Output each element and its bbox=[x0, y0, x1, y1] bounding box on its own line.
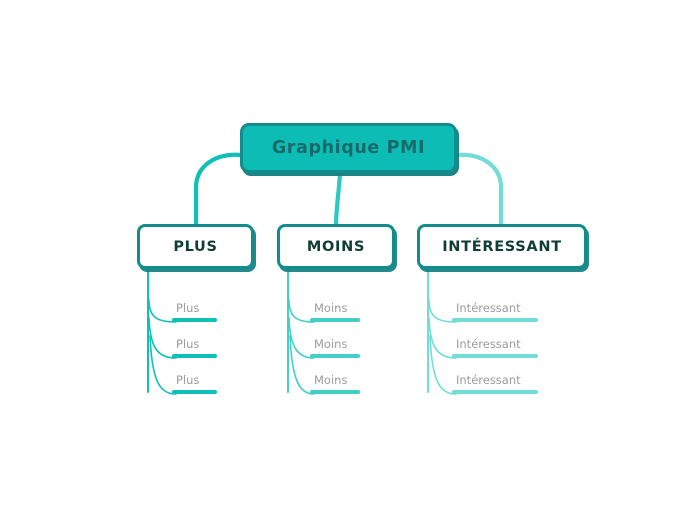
connector-root-to-plus bbox=[193, 152, 244, 229]
connector-root-to-interessant bbox=[453, 152, 504, 229]
root-node[interactable]: Graphique PMI bbox=[240, 123, 457, 173]
leaf-node-plus-2[interactable]: Plus bbox=[172, 337, 217, 361]
leaf-node-moins-3[interactable]: Moins bbox=[310, 373, 360, 397]
leaf-underline-bar bbox=[452, 318, 538, 322]
leaf-node-label: Plus bbox=[176, 337, 200, 351]
leaf-node-label: Moins bbox=[314, 301, 348, 315]
leaf-underline-bar bbox=[172, 354, 217, 358]
branch-node-label: MOINS bbox=[306, 238, 366, 255]
leaf-node-interessant-2[interactable]: Intéressant bbox=[452, 337, 538, 361]
leaf-node-moins-2[interactable]: Moins bbox=[310, 337, 360, 361]
leaf-node-label: Intéressant bbox=[456, 337, 521, 351]
leaf-underline-bar bbox=[452, 354, 538, 358]
leaf-node-moins-1[interactable]: Moins bbox=[310, 301, 360, 325]
branch-node-moins[interactable]: MOINS bbox=[277, 224, 395, 269]
leaf-underline-bar bbox=[172, 390, 217, 394]
branch-node-label: PLUS bbox=[173, 238, 218, 255]
leaf-node-label: Moins bbox=[314, 373, 348, 387]
leaf-node-plus-3[interactable]: Plus bbox=[172, 373, 217, 397]
leaf-node-label: Plus bbox=[176, 373, 200, 387]
leaf-underline-bar bbox=[310, 390, 360, 394]
leaf-underline-bar bbox=[310, 354, 360, 358]
connector-root-to-moins bbox=[333, 170, 343, 229]
leaf-underline-bar bbox=[310, 318, 360, 322]
leaf-node-label: Intéressant bbox=[456, 373, 521, 387]
leaf-underline-bar bbox=[452, 390, 538, 394]
branch-node-label: INTÉRESSANT bbox=[442, 238, 562, 255]
leaf-underline-bar bbox=[172, 318, 217, 322]
branch-node-interessant[interactable]: INTÉRESSANT bbox=[417, 224, 587, 269]
leaf-node-label: Intéressant bbox=[456, 301, 521, 315]
branch-node-plus[interactable]: PLUS bbox=[137, 224, 254, 269]
leaf-node-plus-1[interactable]: Plus bbox=[172, 301, 217, 325]
leaf-node-label: Moins bbox=[314, 337, 348, 351]
root-node-label: Graphique PMI bbox=[271, 138, 426, 158]
leaf-node-label: Plus bbox=[176, 301, 200, 315]
leaf-node-interessant-3[interactable]: Intéressant bbox=[452, 373, 538, 397]
leaf-node-interessant-1[interactable]: Intéressant bbox=[452, 301, 538, 325]
